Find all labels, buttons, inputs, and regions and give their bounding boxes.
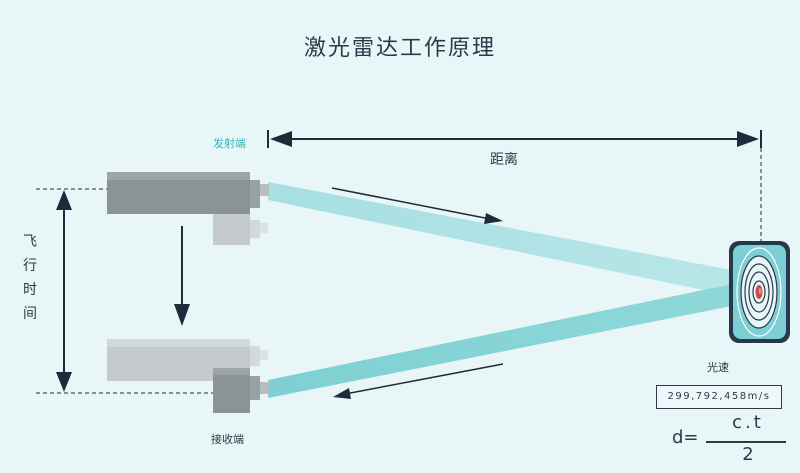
speed-of-light-label: 光速 — [707, 361, 729, 374]
return-direction-arrow — [333, 363, 504, 399]
receiver-label: 接收端 — [211, 433, 244, 446]
flight-time-label: 飞行时间 — [23, 234, 37, 322]
emitted-laser-beam — [268, 182, 742, 298]
distance-label: 距离 — [490, 152, 518, 168]
reflected-laser-beam — [268, 282, 742, 398]
emitter-device — [107, 172, 269, 245]
formula-numerator: c.t — [732, 412, 764, 433]
formula-lhs: d= — [672, 427, 699, 448]
formula-fraction-bar — [706, 441, 786, 443]
outgoing-direction-arrow — [331, 187, 503, 224]
page-title: 激光雷达工作原理 — [303, 36, 496, 61]
emitter-label: 发射端 — [213, 137, 246, 150]
target-icon — [729, 241, 790, 343]
distance-dimension-arrow — [267, 130, 762, 148]
formula-denominator: 2 — [742, 444, 754, 465]
receiver-device — [107, 339, 269, 413]
device-transition-arrow — [174, 226, 190, 326]
speed-of-light-value: 299,792,458m/s — [656, 385, 782, 409]
